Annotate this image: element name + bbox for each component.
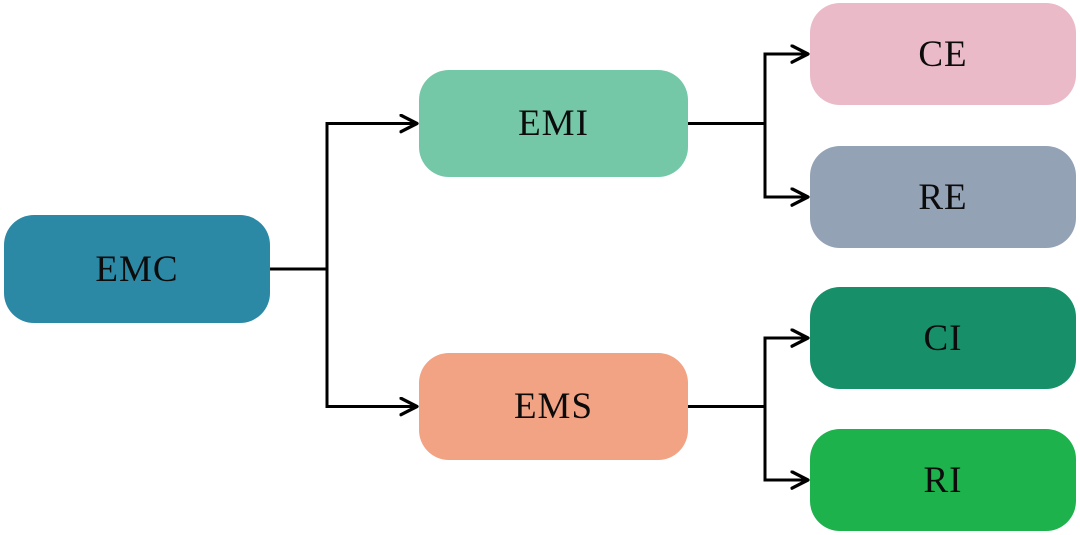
node-emi: EMI: [419, 70, 688, 177]
node-ems-label: EMS: [513, 386, 594, 427]
node-ems: EMS: [419, 353, 688, 460]
node-ri: RI: [810, 429, 1076, 531]
node-ce: CE: [810, 3, 1076, 105]
node-re: RE: [810, 146, 1076, 248]
node-emi-label: EMI: [518, 103, 589, 144]
node-ci-label: CI: [923, 317, 963, 359]
node-emc: EMC: [4, 215, 270, 323]
node-ce-label: CE: [918, 33, 968, 75]
node-ci: CI: [810, 287, 1076, 389]
node-emc-label: EMC: [95, 248, 179, 290]
node-re-label: RE: [918, 176, 968, 218]
node-ri-label: RI: [923, 459, 963, 501]
